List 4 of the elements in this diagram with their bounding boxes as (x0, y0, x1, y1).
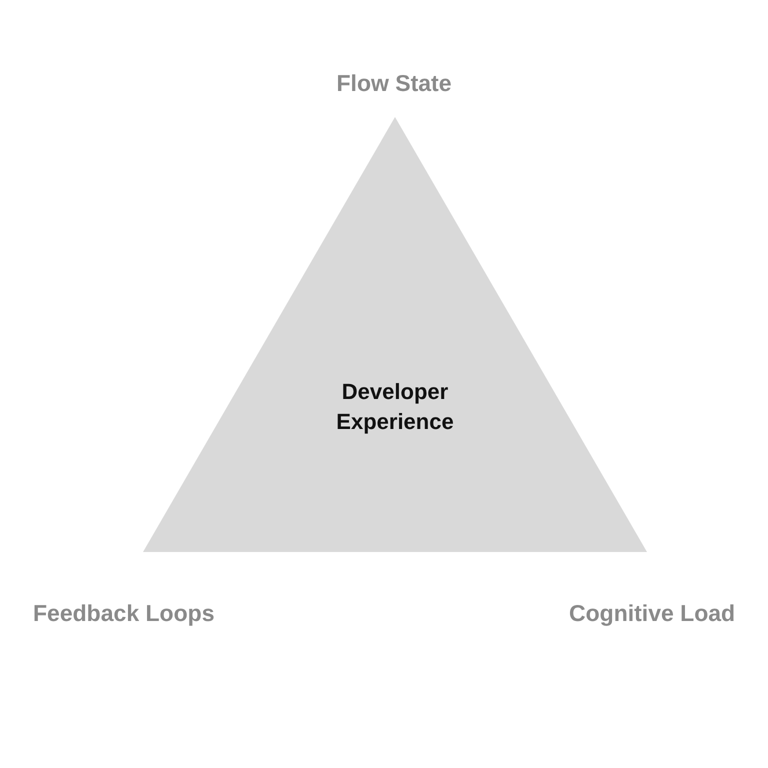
vertex-label: Feedback Loops (33, 600, 214, 627)
vertex-label: Cognitive Load (569, 600, 736, 627)
vertex-label: Flow State (336, 70, 452, 97)
center-label: Developer Experience (335, 378, 455, 436)
